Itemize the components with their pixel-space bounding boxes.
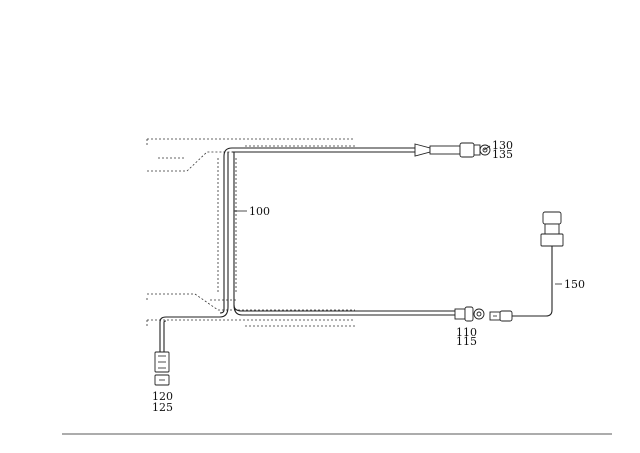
sensor-cable-150 (489, 211, 564, 322)
label-125: 125 (152, 401, 173, 414)
connector-120 (154, 351, 170, 373)
connector-115 (473, 308, 485, 320)
label-115: 115 (456, 335, 477, 348)
connector-125 (154, 374, 170, 386)
leader-lines (234, 145, 562, 285)
harness-wire (159, 147, 455, 352)
connector-135 (479, 144, 491, 156)
connector-110 (454, 306, 474, 322)
connector-130 (414, 142, 481, 158)
label-100: 100 (249, 205, 270, 218)
label-120: 120 (152, 390, 173, 403)
label-110: 110 (456, 326, 477, 339)
frame-outline (146, 138, 355, 327)
label-135: 135 (492, 148, 513, 161)
label-150: 150 (564, 278, 585, 291)
label-130: 130 (492, 139, 513, 152)
